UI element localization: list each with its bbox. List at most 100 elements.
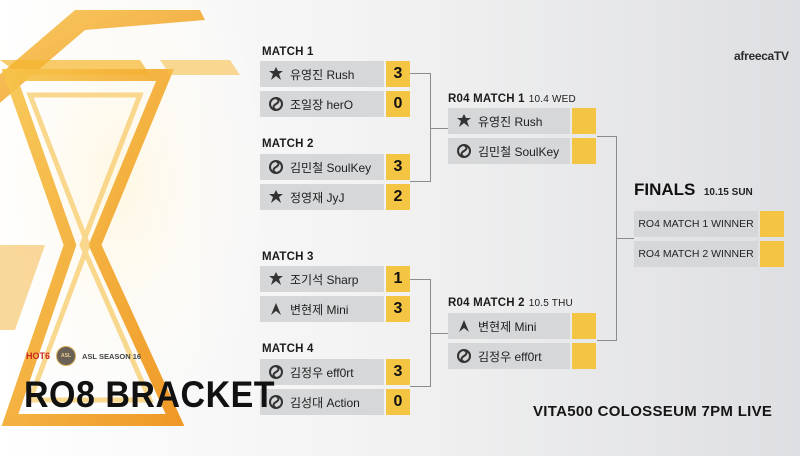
player-name: 조기석 Sharp — [290, 272, 359, 287]
player-name: 유영진 Rush — [290, 67, 355, 82]
finals-slot1-row: RO4 MATCH 1 WINNER — [634, 211, 784, 237]
match2-player2-score: 2 — [386, 184, 410, 210]
player-name: 김민철 SoulKey — [478, 144, 560, 159]
player-name: 김민철 SoulKey — [290, 160, 372, 175]
finals-slot2: RO4 MATCH 2 WINNER — [634, 241, 758, 267]
ro4-match1-player2: 김민철 SoulKey — [448, 138, 570, 164]
connector — [597, 136, 616, 137]
connector — [430, 73, 431, 182]
finals-block: RO4 MATCH 1 WINNER RO4 MATCH 2 WINNER — [634, 211, 784, 267]
ro4-match1-player2-row: 김민철 SoulKey — [448, 138, 596, 164]
ro4-match1-player1-row: 유영진 Rush — [448, 108, 596, 134]
finals-header: FINALS 10.15 SUN — [634, 180, 753, 200]
connector — [597, 340, 616, 341]
ro4-match2-player1: 변현제 Mini — [448, 313, 570, 339]
zerg-icon — [268, 394, 284, 410]
player-name: 유영진 Rush — [478, 114, 543, 129]
finals-slot2-score — [760, 241, 784, 267]
ro4-match2-date: 10.5 THU — [528, 298, 573, 309]
match4-player1: 김정우 eff0rt — [260, 359, 384, 385]
match1-label: MATCH 1 — [262, 46, 314, 58]
match3-player2-score: 3 — [386, 296, 410, 322]
match2-player2-row: 정영재 JyJ 2 — [260, 184, 410, 210]
broadcaster-logo: afreecaTV — [734, 49, 789, 63]
match2-player1: 김민철 SoulKey — [260, 154, 384, 180]
finals-slot1: RO4 MATCH 1 WINNER — [634, 211, 758, 237]
ro4-match1-date: 10.4 WED — [528, 94, 576, 105]
finals-slot1-score — [760, 211, 784, 237]
match1-player2-score: 0 — [386, 91, 410, 117]
connector — [410, 386, 430, 387]
zerg-icon — [456, 143, 472, 159]
terran-icon — [268, 189, 284, 205]
player-name: 정영재 JyJ — [290, 190, 345, 205]
connector — [430, 128, 448, 129]
connector — [616, 238, 634, 239]
match3-player2: 변현제 Mini — [260, 296, 384, 322]
terran-icon — [268, 66, 284, 82]
connector — [410, 279, 430, 280]
ro4-match1-block: 유영진 Rush 김민철 SoulKey — [448, 108, 596, 164]
match3-player1-row: 조기석 Sharp 1 — [260, 266, 410, 292]
venue-line: VITA500 COLOSSEUM 7PM LIVE — [533, 403, 773, 420]
player-name: 김정우 eff0rt — [290, 365, 354, 380]
match4-player2: 김성대 Action — [260, 389, 384, 415]
ro4-match2-player2: 김정우 eff0rt — [448, 343, 570, 369]
sponsor-logo: HOT6 — [26, 351, 51, 361]
zerg-icon — [268, 159, 284, 175]
league-badge: ASL — [56, 346, 77, 366]
match1-block: 유영진 Rush 3 조일장 herO 0 — [260, 61, 410, 117]
player-name: 변현제 Mini — [290, 302, 349, 317]
match4-player1-row: 김정우 eff0rt 3 — [260, 359, 410, 385]
match3-player1-score: 1 — [386, 266, 410, 292]
zerg-icon — [268, 96, 284, 112]
match4-player2-score: 0 — [386, 389, 410, 415]
protoss-icon — [456, 318, 472, 334]
ro4-match2-block: 변현제 Mini 김정우 eff0rt — [448, 313, 596, 369]
match4-player1-score: 3 — [386, 359, 410, 385]
connector — [430, 333, 448, 334]
zerg-icon — [456, 348, 472, 364]
season-logo-graphic — [0, 0, 260, 456]
player-name: 김성대 Action — [290, 395, 360, 410]
match2-label: MATCH 2 — [262, 138, 314, 150]
match1-player1-score: 3 — [386, 61, 410, 87]
player-name: 김정우 eff0rt — [478, 349, 542, 364]
match4-block: 김정우 eff0rt 3 김성대 Action 0 — [260, 359, 410, 415]
sponsor-bar: HOT6 ASL ASL SEASON 16 — [26, 346, 141, 366]
match1-player2-row: 조일장 herO 0 — [260, 91, 410, 117]
ro4-match1-player2-score — [572, 138, 596, 164]
match1-player1-row: 유영진 Rush 3 — [260, 61, 410, 87]
finals-date: 10.15 SUN — [703, 187, 753, 198]
match3-block: 조기석 Sharp 1 변현제 Mini 3 — [260, 266, 410, 322]
match1-player2: 조일장 herO — [260, 91, 384, 117]
match2-player2: 정영재 JyJ — [260, 184, 384, 210]
ro4-match1-player1-score — [572, 108, 596, 134]
connector — [410, 73, 430, 74]
ro4-match2-player1-row: 변현제 Mini — [448, 313, 596, 339]
zerg-icon — [268, 364, 284, 380]
match3-label: MATCH 3 — [262, 251, 314, 263]
connector — [410, 181, 430, 182]
match4-player2-row: 김성대 Action 0 — [260, 389, 410, 415]
match4-label: MATCH 4 — [262, 343, 314, 355]
ro4-match2-player1-score — [572, 313, 596, 339]
match2-player1-score: 3 — [386, 154, 410, 180]
ro4-match1-player1: 유영진 Rush — [448, 108, 570, 134]
player-name: 변현제 Mini — [478, 319, 537, 334]
match3-player2-row: 변현제 Mini 3 — [260, 296, 410, 322]
terran-icon — [268, 271, 284, 287]
finals-slot2-row: RO4 MATCH 2 WINNER — [634, 241, 784, 267]
protoss-icon — [268, 301, 284, 317]
match1-player1: 유영진 Rush — [260, 61, 384, 87]
match2-block: 김민철 SoulKey 3 정영재 JyJ 2 — [260, 154, 410, 210]
match2-player1-row: 김민철 SoulKey 3 — [260, 154, 410, 180]
league-season: ASL SEASON 16 — [82, 351, 142, 361]
player-name: 조일장 herO — [290, 97, 354, 112]
finals-label: FINALS — [634, 180, 696, 199]
terran-icon — [456, 113, 472, 129]
ro4-match2-player2-score — [572, 343, 596, 369]
ro4-match2-player2-row: 김정우 eff0rt — [448, 343, 596, 369]
match3-player1: 조기석 Sharp — [260, 266, 384, 292]
